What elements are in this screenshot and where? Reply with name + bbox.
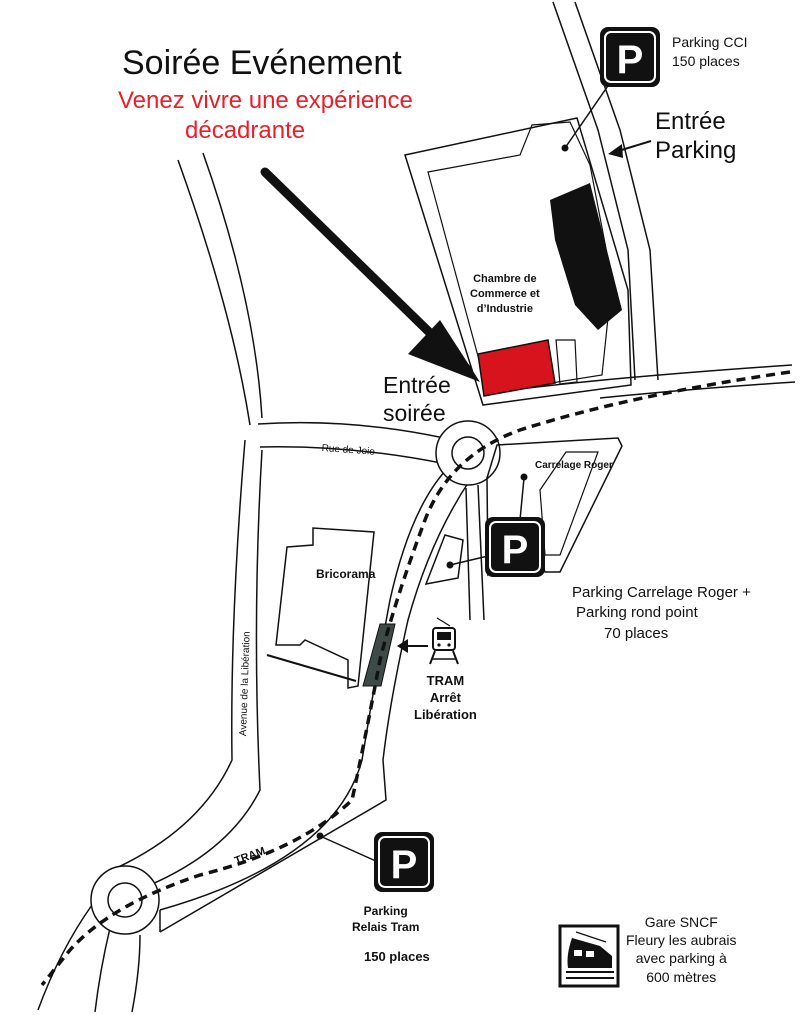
tram-line [40, 370, 791, 987]
road-east-right-edge [574, 1, 659, 381]
main-road-right [159, 479, 471, 933]
dark-building [550, 183, 622, 330]
train-icon [558, 924, 620, 988]
parking-letter: P [502, 528, 529, 572]
entree-parking-label: Entrée Parking [655, 108, 737, 164]
gare-sncf-label: Gare SNCF Fleury les aubrais avec parkin… [626, 914, 737, 985]
parking-relais-label: Parking Relais Tram [352, 904, 420, 935]
tram-stop-label: TRAM Arrêt Libération [414, 673, 477, 722]
building-label: Chambre de Commerce et d’Industrie [470, 273, 540, 315]
road-s2 [131, 934, 141, 1013]
road-east-left-edge [552, 1, 636, 381]
bricorama-label: Bricorama [316, 567, 376, 581]
avenue-left-edge [111, 439, 246, 871]
road-west-right [202, 152, 263, 419]
tram-icon [429, 617, 459, 665]
road-south-b [477, 484, 485, 621]
parking-sign-icon [600, 27, 660, 87]
bricorama-building [275, 527, 375, 689]
parking-letter: P [617, 38, 644, 82]
parking-sign-icon [485, 517, 545, 577]
road-east-lower [599, 381, 796, 399]
carrelage-lot [486, 437, 623, 577]
parking-cci-label: Parking CCI 150 places [672, 34, 748, 69]
map-title: Soirée Evénement [122, 44, 402, 82]
rue-de-joie-top [257, 421, 445, 439]
parking-carrelage-label: Parking Carrelage Roger + Parking rond p… [572, 584, 751, 642]
tram-stop-platform [362, 623, 396, 687]
road-sw [37, 904, 93, 1011]
tagline-line-1: Venez vivre une expérience [118, 87, 413, 114]
parking-relais-capacity: 150 places [364, 949, 430, 964]
road-s [94, 927, 111, 1013]
avenue-right-edge [149, 449, 263, 886]
parking-sign-icon [374, 832, 434, 892]
entree-soiree-label: Entrée soirée [383, 372, 451, 426]
road-west-left [177, 159, 251, 426]
road-south-a [465, 487, 471, 621]
tagline-line-2: décadrante [185, 117, 306, 144]
event-room [477, 339, 556, 397]
parking-letter: P [391, 843, 418, 887]
carrelage-roger-label: Carrelage Roger [535, 460, 613, 471]
rue-de-joie-bottom [259, 446, 442, 464]
